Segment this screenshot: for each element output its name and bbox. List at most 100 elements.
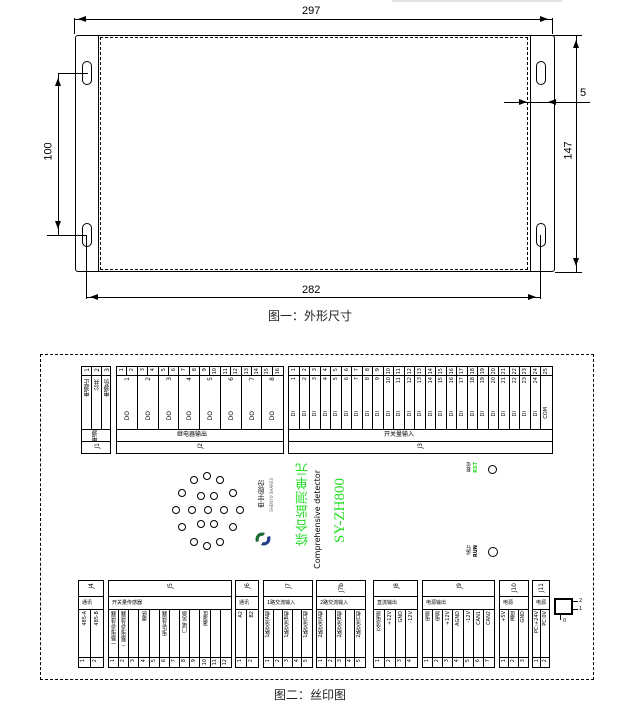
dim-line-100 <box>58 73 59 235</box>
signal-label: 烟感 <box>141 611 148 621</box>
di-label: DI <box>511 411 518 417</box>
channel-label: 4 <box>186 377 194 381</box>
block-title: 通讯 <box>82 600 93 606</box>
channel-label: 21 <box>501 377 508 384</box>
dim-ext-line <box>552 18 553 34</box>
signal-label: 电源正 <box>84 379 91 397</box>
pin-label: 2 <box>434 659 441 663</box>
dim-ext-line <box>555 272 582 273</box>
pin-label: 8 <box>364 368 371 372</box>
pin-label: 11 <box>396 368 403 375</box>
di-label: DI <box>375 411 382 417</box>
arrow-right-icon <box>519 99 527 105</box>
dim-ext-line <box>74 18 75 34</box>
arrow-left-icon <box>78 16 86 22</box>
block-id: J4 <box>88 583 95 589</box>
di-label: DI <box>438 411 445 417</box>
arrow-right-icon <box>528 294 536 300</box>
pin-label: 1 <box>110 659 116 663</box>
signal-label: GND <box>397 611 404 623</box>
pin-label: 3 <box>444 659 451 663</box>
product-model: SY-ZH800 <box>332 478 348 544</box>
pin-label: 2 <box>510 659 517 663</box>
pin-label: 3 <box>519 659 526 663</box>
brand-name-en: SHENYU SHARES <box>269 478 274 512</box>
pin-label: 22 <box>511 368 518 375</box>
di-label: DI <box>490 411 497 417</box>
switch-pin-label: 1 <box>579 606 583 612</box>
signal-label: +12V <box>386 611 393 625</box>
signal-label: -12V <box>465 611 472 623</box>
signal-label: 二路电流互感器 <box>121 611 128 646</box>
signal-label: PC:0V <box>542 611 548 626</box>
pin-label: 10 <box>201 659 208 666</box>
di-label: DI <box>448 411 455 417</box>
pin-label: 2 <box>94 368 101 372</box>
di-label: DI <box>301 411 308 417</box>
pin-label: 4 <box>454 659 461 663</box>
arrow-left-icon <box>90 294 98 300</box>
pin-label: 8 <box>181 659 188 663</box>
pin-label: 21 <box>501 368 508 375</box>
channel-label: 14 <box>427 377 434 384</box>
inner-body-dashed <box>100 37 528 270</box>
pin-label: 4 <box>140 659 147 663</box>
dim-line-5 <box>504 102 590 103</box>
di-label: DI <box>343 411 350 417</box>
block-id: J1 <box>94 443 101 449</box>
signal-label: -12V <box>408 611 415 623</box>
channel-label: 4 <box>322 377 329 381</box>
run-led <box>488 547 498 557</box>
block-id: J5 <box>167 583 174 589</box>
signal-label: AGND <box>455 611 462 626</box>
signal-label: 485-A <box>82 611 88 626</box>
channel-label: 5 <box>333 377 340 381</box>
pin-label: 1 <box>265 659 271 663</box>
pin-label: 4 <box>322 368 329 372</box>
mount-slot <box>536 223 546 247</box>
dip-switch[interactable] <box>554 598 573 615</box>
channel-label: 18 <box>469 377 476 384</box>
signal-label: GND <box>519 611 526 623</box>
pin-label: 9 <box>191 659 198 663</box>
di-label: DI <box>322 411 329 417</box>
figure2-caption: 图二：丝印图 <box>274 688 347 702</box>
pin-label: 7 <box>354 368 361 372</box>
signal-label: 一路电流互感器 <box>111 611 117 646</box>
pin-label: 15 <box>438 368 445 375</box>
di-label: DI <box>291 411 297 417</box>
dim-label-297: 297 <box>302 5 321 17</box>
signal-label: 2路交流B相 <box>337 611 344 638</box>
signal-label: 温湿度 <box>202 611 209 626</box>
channel-label: 17 <box>459 377 466 384</box>
signal-label: 2路交流A相 <box>318 611 324 638</box>
product-name-cn: 综合监测单元 <box>296 462 311 546</box>
outer-plate <box>75 35 555 272</box>
brand-logo-icon <box>253 528 273 550</box>
channel-label: 9 <box>375 377 382 381</box>
block-title: 电源 <box>536 600 547 606</box>
pin-label: 3 <box>104 368 111 372</box>
pin-label: 6 <box>343 368 350 372</box>
channel-label: 10 <box>385 377 392 384</box>
pin-label: 1 <box>318 659 324 663</box>
do-label: DO <box>269 411 277 421</box>
pin-label: 1 <box>424 659 430 663</box>
block-id: J8 <box>392 583 400 589</box>
dim-label-147: 147 <box>562 141 575 160</box>
brand-name-cn: 申宇股份 <box>257 480 265 508</box>
pin-label: 7 <box>484 659 491 663</box>
channel-label: 6 <box>343 377 350 381</box>
dim-line-297 <box>74 19 552 20</box>
dim-label-5: 5 <box>580 87 587 99</box>
signal-label: 485-B <box>94 611 100 626</box>
pin-label: 13 <box>417 368 424 375</box>
reset-button[interactable] <box>488 465 497 474</box>
signal-label: CAN2 <box>485 611 492 625</box>
flange-line <box>98 35 99 272</box>
pin-label: 4 <box>346 659 353 663</box>
